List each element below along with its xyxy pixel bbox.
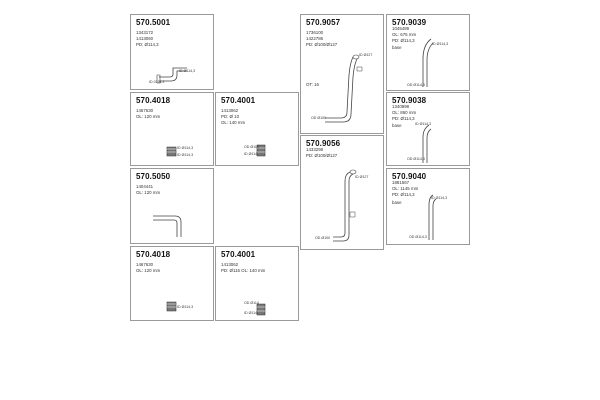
part-spec: base [392, 200, 402, 205]
part-spec: PD: Ø100/Ø127 [306, 42, 338, 47]
part-spec: OL: 120 mm [136, 190, 161, 195]
dimension-label: ID Ø127 [359, 53, 373, 57]
part-number: 570.9056 [306, 139, 341, 148]
part-ref: 1467630 [136, 108, 154, 113]
exhaust-pipe-drawing [301, 15, 385, 135]
dimension-label: ID Ø114,3 [431, 196, 448, 200]
part-card-570-5050[interactable]: 570.5050 1404441 OL: 120 mm [130, 168, 214, 244]
part-card-570-4018[interactable]: 570.4018 1467630 OL: 120 mm ID Ø114,3 ID… [130, 92, 214, 166]
connector-drawing [216, 93, 300, 167]
dimension-label: OD Ø114,3 [409, 235, 427, 239]
part-card-570-5001[interactable]: 570.5001 1343172 1413060 PD: Ø114,3 ID Ø… [130, 14, 214, 90]
part-number: 570.5050 [136, 172, 171, 181]
part-spec: OL: 140 mm [221, 120, 246, 125]
clamp-drawing [131, 247, 215, 322]
part-number: 570.9057 [306, 18, 341, 27]
part-ref: 1413062 [221, 108, 239, 113]
part-spec: PD: Ø114,3 [392, 38, 415, 43]
part-ref: 1343172 [136, 30, 154, 35]
dimension-label: ID Ø114,3 [177, 153, 194, 157]
stack-pipe-drawing [387, 169, 471, 246]
part-card-570-4018[interactable]: 570.4018 1467630 OL: 120 mm ID Ø114,3 [130, 246, 214, 321]
part-number: 570.4001 [221, 96, 256, 105]
part-spec: OL: 120 mm [136, 114, 161, 119]
stack-pipe-drawing [387, 15, 471, 92]
part-number: 570.4001 [221, 250, 256, 259]
part-ref: 1422786 [306, 36, 324, 41]
part-ref: 1433298 [306, 147, 324, 152]
clamp-drawing [131, 93, 215, 167]
bend-pipe-drawing [131, 169, 215, 245]
part-number: 570.9040 [392, 172, 427, 181]
connector-drawing [216, 247, 300, 322]
part-spec: PD: Ø114,3 [392, 192, 415, 197]
part-number: 570.5001 [136, 18, 171, 27]
dimension-label: ID Ø114,3 [177, 305, 194, 309]
part-spec: PD: Ø100/Ø127 [306, 153, 338, 158]
part-number: 570.4018 [136, 96, 171, 105]
part-ref: 1340998 [392, 104, 410, 109]
part-spec: PD: Ø115 OL: 140 mm [221, 268, 266, 273]
part-spec: base [392, 123, 402, 128]
part-ref: 1404441 [136, 184, 154, 189]
part-spec: OL: 1145 mm [392, 186, 419, 191]
part-spec: PD: Ø114,3 [392, 116, 415, 121]
part-spec: OT: 16 [306, 82, 319, 87]
part-spec: PD: Ø 10 [221, 114, 240, 119]
part-spec: OL: 120 mm [136, 268, 161, 273]
part-card-570-4001[interactable]: 570.4001 1413062 PD: Ø115 OL: 140 mm OD … [215, 246, 299, 321]
stack-pipe-drawing [387, 93, 471, 167]
part-number: 570.4018 [136, 250, 171, 259]
dimension-label: ID Ø127 [355, 175, 369, 179]
dimension-label: OD Ø100 [311, 116, 327, 120]
part-card-570-9038[interactable]: 570.9038 1340998 OL: 860 mm PD: Ø114,3 b… [386, 92, 470, 166]
part-card-570-9057[interactable]: 570.9057 1736100 1422786 PD: Ø100/Ø127 O… [300, 14, 384, 134]
part-card-570-4001[interactable]: 570.4001 1413062 PD: Ø 10 OL: 140 mm OD … [215, 92, 299, 166]
dimension-label: ID Ø114,3 [432, 42, 449, 46]
part-ref: 1413060 [136, 36, 154, 41]
part-ref: 1881567 [392, 180, 410, 185]
part-ref: 1467630 [136, 262, 154, 267]
part-spec: base [392, 45, 402, 50]
part-card-570-9040[interactable]: 570.9040 1881567 OL: 1145 mm PD: Ø114,3 … [386, 168, 470, 245]
part-number: 570.9038 [392, 96, 427, 105]
dimension-label: ID Ø114 [244, 311, 258, 315]
part-spec: OL: 860 mm [392, 110, 417, 115]
dimension-label: ID Ø114,3 [177, 146, 194, 150]
part-number: 570.9039 [392, 18, 427, 27]
dimension-label: OD Ø114,3 [407, 157, 425, 161]
part-card-570-9056[interactable]: 570.9056 1433298 PD: Ø100/Ø127 ID Ø127 O… [300, 135, 384, 250]
dimension-label: ID Ø114,3 [415, 122, 432, 126]
dimension-label: ID 0114,3 [149, 80, 165, 84]
part-ref: 1736100 [306, 30, 324, 35]
part-spec: OL: 675 mm [392, 32, 417, 37]
dimension-label: OD Ø100 [315, 236, 331, 240]
part-ref: 1045489 [392, 26, 410, 31]
dimension-label: OD Ø114 [244, 301, 259, 305]
part-spec: PD: Ø114,3 [136, 42, 159, 47]
dimension-label: OD Ø114 [244, 145, 259, 149]
elbow-pipe-drawing [131, 15, 215, 91]
exhaust-pipe-drawing [301, 136, 385, 251]
dimension-label: OD Ø114,3 [407, 83, 425, 87]
dimension-label: ID Ø114,3 [179, 69, 196, 73]
part-card-570-9039[interactable]: 570.9039 1045489 OL: 675 mm PD: Ø114,3 b… [386, 14, 470, 91]
part-ref: 1413062 [221, 262, 239, 267]
dimension-label: ID Ø114 [244, 152, 258, 156]
